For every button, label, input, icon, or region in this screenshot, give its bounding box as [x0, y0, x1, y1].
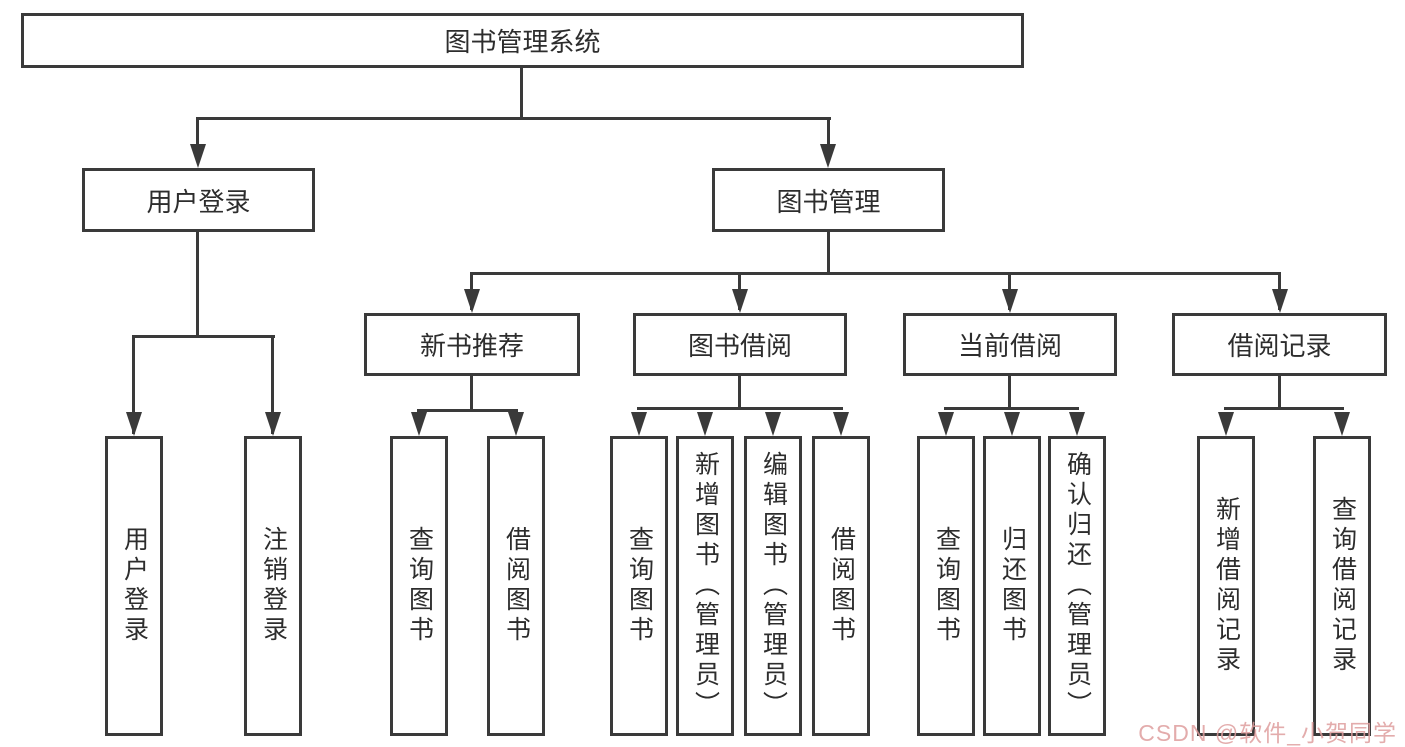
- node-label: 图书管理: [776, 186, 881, 217]
- leaf-logout: 注销登录: [244, 436, 302, 736]
- leaf-cb-confirm-return-admin: 确认归还（管理员）: [1048, 436, 1106, 736]
- leaf-label: 确认归还（管理员）: [1063, 451, 1092, 721]
- connector-line: [417, 409, 518, 412]
- arrowhead-icon: [464, 289, 480, 313]
- leaf-label: 归还图书: [998, 526, 1027, 646]
- connector-line: [470, 376, 473, 412]
- arrowhead-icon: [1002, 289, 1018, 313]
- arrowhead-icon: [190, 144, 206, 168]
- leaf-bb-edit-books-admin: 编辑图书（管理员）: [744, 436, 802, 736]
- arrowhead-icon: [508, 412, 524, 436]
- connector-line: [196, 232, 199, 338]
- arrowhead-icon: [820, 144, 836, 168]
- connector-line: [470, 272, 1281, 275]
- connector-line: [827, 232, 830, 275]
- node-label: 借阅记录: [1227, 331, 1332, 361]
- arrowhead-icon: [1069, 412, 1085, 436]
- node-user-login: 用户登录: [82, 168, 315, 232]
- connector-line: [944, 407, 1079, 410]
- leaf-label: 查询图书: [405, 526, 434, 646]
- arrowhead-icon: [411, 412, 427, 436]
- leaf-label: 查询图书: [932, 526, 961, 646]
- arrowhead-icon: [697, 412, 713, 436]
- connector-line: [271, 335, 274, 434]
- leaf-label: 查询图书: [625, 526, 654, 646]
- connector-line: [196, 117, 199, 162]
- node-label: 图书借阅: [687, 331, 792, 361]
- connector-line: [1008, 376, 1011, 410]
- leaf-label: 借阅图书: [502, 526, 531, 646]
- arrowhead-icon: [1334, 412, 1350, 436]
- arrowhead-icon: [732, 289, 748, 313]
- connector-line: [132, 335, 135, 434]
- leaf-label: 用户登录: [120, 526, 149, 646]
- leaf-bb-borrow-books: 借阅图书: [812, 436, 870, 736]
- arrowhead-icon: [765, 412, 781, 436]
- arrowhead-icon: [1004, 412, 1020, 436]
- leaf-br-add-record: 新增借阅记录: [1197, 436, 1255, 736]
- arrowhead-icon: [1272, 289, 1288, 313]
- arrowhead-icon: [631, 412, 647, 436]
- node-book-borrow: 图书借阅: [633, 313, 847, 376]
- node-new-book-recommend: 新书推荐: [364, 313, 580, 376]
- leaf-cb-query-books: 查询图书: [917, 436, 975, 736]
- node-library-system: 图书管理系统: [21, 13, 1024, 68]
- node-label: 当前借阅: [957, 331, 1062, 361]
- connector-line: [132, 335, 275, 338]
- node-label: 用户登录: [146, 186, 251, 217]
- connector-line: [827, 117, 830, 162]
- arrowhead-icon: [938, 412, 954, 436]
- arrowhead-icon: [833, 412, 849, 436]
- connector-line: [637, 407, 843, 410]
- connector-line: [196, 117, 831, 120]
- leaf-label: 新增借阅记录: [1212, 496, 1241, 676]
- leaf-user-login: 用户登录: [105, 436, 163, 736]
- node-borrow-records: 借阅记录: [1172, 313, 1387, 376]
- leaf-bb-query-books: 查询图书: [610, 436, 668, 736]
- leaf-label: 新增图书（管理员）: [691, 451, 720, 721]
- arrowhead-icon: [1218, 412, 1234, 436]
- leaf-nb-query-books: 查询图书: [390, 436, 448, 736]
- node-current-borrow: 当前借阅: [903, 313, 1117, 376]
- node-label: 图书管理系统: [444, 27, 601, 57]
- leaf-nb-borrow-books: 借阅图书: [487, 436, 545, 736]
- node-label: 新书推荐: [419, 331, 524, 361]
- connector-line: [1224, 407, 1344, 410]
- node-book-management: 图书管理: [712, 168, 945, 232]
- leaf-label: 注销登录: [259, 526, 288, 646]
- leaf-bb-add-books-admin: 新增图书（管理员）: [676, 436, 734, 736]
- leaf-br-query-record: 查询借阅记录: [1313, 436, 1371, 736]
- leaf-label: 查询借阅记录: [1328, 496, 1357, 676]
- leaf-cb-return-books: 归还图书: [983, 436, 1041, 736]
- connector-line: [738, 376, 741, 410]
- leaf-label: 编辑图书（管理员）: [759, 451, 788, 721]
- connector-line: [520, 68, 523, 118]
- arrowhead-icon: [265, 412, 281, 436]
- csdn-watermark: CSDN @软件_小贺同学: [1138, 720, 1397, 746]
- leaf-label: 借阅图书: [827, 526, 856, 646]
- connector-line: [1278, 376, 1281, 410]
- arrowhead-icon: [126, 412, 142, 436]
